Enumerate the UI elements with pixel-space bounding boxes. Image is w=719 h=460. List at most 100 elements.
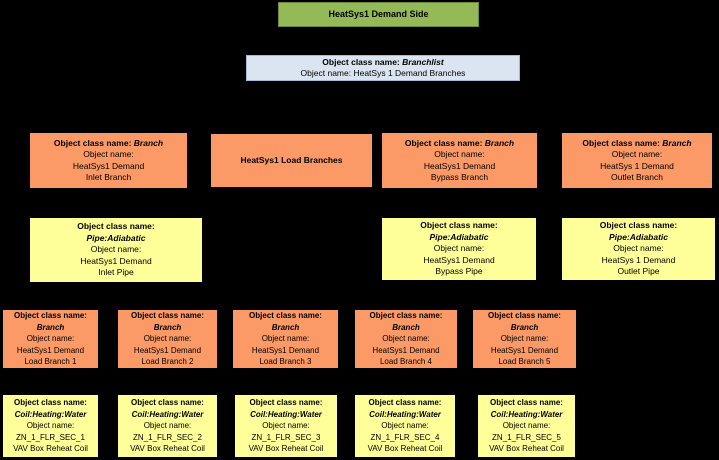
box-text-segment: Object name: xyxy=(502,421,551,431)
box-text-segment: VAV Box Reheat Coil xyxy=(489,444,564,454)
box-text-line: HeatSys1 Demand Side xyxy=(281,9,476,21)
box-text-line: Object class name: xyxy=(385,220,533,232)
box-text-line: VAV Box Reheat Coil xyxy=(121,443,214,455)
box-text-line: Object name: xyxy=(385,243,533,255)
box-text-segment: HeatSys 1 Demand xyxy=(600,160,674,171)
box-text-segment: VAV Box Reheat Coil xyxy=(367,444,443,454)
box-text-segment: Branch xyxy=(484,137,515,148)
box-text-line: Object name: xyxy=(33,149,184,161)
box-text-segment: Object class name: xyxy=(490,398,563,408)
box-text-segment: ZN_1_FLR_SEC_3 xyxy=(251,432,321,442)
box-text-line: Pipe:Adiabatic xyxy=(385,232,533,244)
box-text-segment: HeatSys1 Demand xyxy=(16,345,85,355)
box-text-segment: Object class name: xyxy=(14,398,87,408)
box-text-line: Bypass Branch xyxy=(385,172,534,184)
demand-side-title-box: HeatSys1 Demand Side xyxy=(278,2,479,27)
box-text-line: Object name: xyxy=(476,333,573,345)
box-text-line: Object class name: Branch xyxy=(385,138,534,150)
box-text-segment: HeatSys1 Demand xyxy=(423,160,496,171)
box-text-line: Object name: xyxy=(565,149,709,161)
box-text-line: Load Branch 3 xyxy=(236,356,335,368)
box-text-segment: HeatSys1 Demand Side xyxy=(328,8,429,19)
box-text-segment: Object name: xyxy=(143,421,192,431)
box-text-segment: HeatSys1 Load Branches xyxy=(240,154,343,165)
box-text-segment: Coil:Heating:Water xyxy=(14,409,87,419)
box-text-segment: HeatSys1 Demand xyxy=(372,345,440,355)
box-text-segment: Coil:Heating:Water xyxy=(250,409,322,419)
box-text-line: Pipe:Adiabatic xyxy=(565,232,712,244)
box-text-line: ZN_1_FLR_SEC_4 xyxy=(358,432,452,444)
box-text-segment: Branch xyxy=(392,322,420,332)
box-text-segment: ZN_1_FLR_SEC_2 xyxy=(133,432,202,442)
box-text-segment: Object name: xyxy=(613,243,664,254)
box-text-segment: HeatSys1 Demand xyxy=(251,345,320,355)
box-text-line: Branch xyxy=(121,322,214,334)
box-text-line: Load Branch 4 xyxy=(358,356,454,368)
box-text-segment: Object name: xyxy=(382,334,430,344)
box-text-segment: VAV Box Reheat Coil xyxy=(130,444,205,454)
box-text-segment: Branch xyxy=(133,137,164,148)
box-text-segment: ZN_1_FLR_SEC_1 xyxy=(16,432,85,442)
box-text-segment: Object class name: xyxy=(369,311,443,321)
box-text-line: Inlet Pipe xyxy=(33,267,199,279)
box-text-segment: Load Branch 5 xyxy=(498,357,551,367)
box-text-line: Branch xyxy=(476,322,573,334)
box-text-line: Object class name: xyxy=(358,310,454,322)
box-text-line: Object name: xyxy=(121,420,214,432)
box-text-line: Object name: xyxy=(565,243,712,255)
box-text-line: Object name: xyxy=(358,420,452,432)
box-text-line: Object class name: Branchlist xyxy=(249,57,517,69)
box-text-line: Object class name: xyxy=(238,397,334,409)
box-text-segment: HeatSys1 Demand xyxy=(80,255,152,266)
box-text-line: Load Branch 2 xyxy=(121,356,214,368)
box-text-line: Object name: xyxy=(238,420,334,432)
box-text-line: VAV Box Reheat Coil xyxy=(6,443,95,455)
box-text-line: Object name: xyxy=(481,420,572,432)
box-text-segment: Object name: xyxy=(500,334,549,344)
box-text-line: Object name: xyxy=(33,244,199,256)
box-text-line: Inlet Branch xyxy=(33,172,184,184)
box-text-line: Object class name: xyxy=(6,310,95,322)
box-text-line: Object name: xyxy=(121,333,214,345)
box-text-line: HeatSys1 Demand xyxy=(385,161,534,173)
box-text-segment: Object class name: xyxy=(77,221,155,232)
box-text-segment: Coil:Heating:Water xyxy=(490,409,563,419)
box-text-line: Object class name: xyxy=(481,397,572,409)
box-text-segment: Object class name: xyxy=(420,220,498,231)
box-text-segment: Inlet Branch xyxy=(85,172,132,182)
box-text-line: HeatSys1 Demand xyxy=(33,161,184,173)
box-text-line: Object class name: Branch xyxy=(33,138,184,150)
box-text-line: Object class name: xyxy=(121,310,214,322)
box-text-line: ZN_1_FLR_SEC_5 xyxy=(481,432,572,444)
box-text-line: Coil:Heating:Water xyxy=(481,409,572,421)
box-text-line: Object name: xyxy=(6,420,95,432)
box-text-segment: Branch xyxy=(36,322,65,332)
box-text-line: HeatSys 1 Demand xyxy=(565,255,712,267)
box-text-segment: Load Branch 3 xyxy=(259,357,312,367)
box-text-segment: Object class name: xyxy=(404,137,485,148)
box-text-segment: Object class name: xyxy=(322,56,403,67)
box-text-segment: Pipe:Adiabatic xyxy=(608,231,669,242)
box-text-line: Object class name: xyxy=(565,220,712,232)
box-text-segment: Object class name: xyxy=(14,311,87,321)
load-branches-label-box: HeatSys1 Load Branches xyxy=(211,134,372,187)
box-text-segment: Load Branch 4 xyxy=(379,357,433,367)
box-text-line: HeatSys1 Load Branches xyxy=(214,155,369,167)
box-text-line: ZN_1_FLR_SEC_2 xyxy=(121,432,214,444)
box-text-segment: Coil:Heating:Water xyxy=(369,409,441,419)
box-text-line: ZN_1_FLR_SEC_3 xyxy=(238,432,334,444)
box-text-segment: Object class name: xyxy=(582,137,663,148)
box-text-line: Object class name: Branch xyxy=(565,138,709,150)
box-text-line: Object class name: xyxy=(236,310,335,322)
box-text-segment: Coil:Heating:Water xyxy=(131,409,204,419)
